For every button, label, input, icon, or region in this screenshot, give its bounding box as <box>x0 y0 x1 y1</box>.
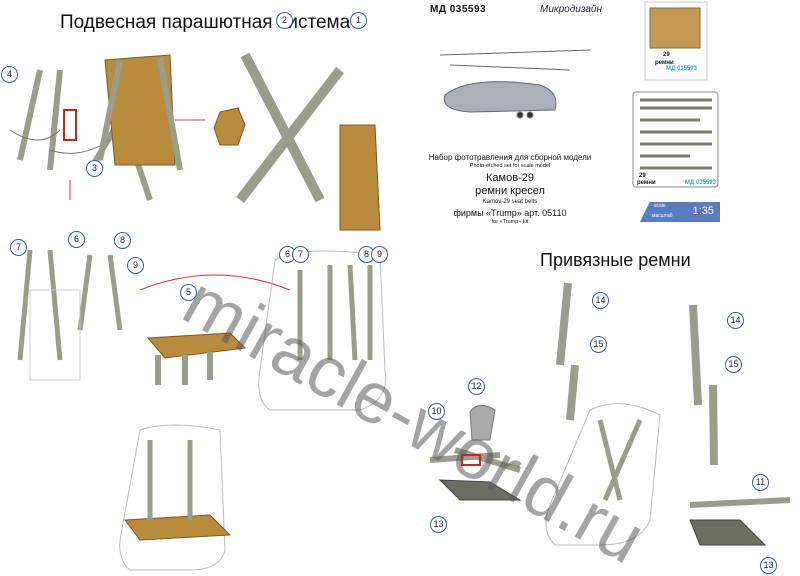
callout-number: 14 <box>592 292 609 309</box>
seat-panel <box>339 124 381 231</box>
callout-number: 14 <box>727 312 744 329</box>
model-subtitle: ремни кресел <box>475 185 545 197</box>
callout-number: 7 <box>292 246 309 263</box>
callout-number: 9 <box>371 246 388 263</box>
kit-reference-en: for «Trump» kit <box>491 219 529 225</box>
scale-label-ru: масштаб <box>652 213 673 219</box>
sheet-number: 29 <box>639 173 646 179</box>
sheet-article: МД 035593 <box>685 180 716 186</box>
scale-badge: scale масштаб 1:35 <box>640 202 720 222</box>
callout-number: 11 <box>752 474 769 491</box>
model-name: Камов-29 <box>486 172 534 184</box>
brand-logo: Микродизайн <box>540 4 602 15</box>
callout-number: 15 <box>590 336 607 353</box>
metal-sheet <box>632 91 719 188</box>
callout-number: 12 <box>468 378 485 395</box>
callout-number: 2 <box>276 12 293 29</box>
sheet-name: ремни <box>655 60 674 66</box>
seat-outline <box>258 250 387 411</box>
scale-label-en: scale <box>654 203 666 209</box>
description-en: Photo-etched set for scale model <box>469 163 551 169</box>
callout-number: 1 <box>350 12 367 29</box>
sheet-name: ремни <box>637 180 656 186</box>
sheet-number: 29 <box>663 52 670 58</box>
callout-number: 3 <box>86 160 103 177</box>
callout-number: 15 <box>725 356 742 373</box>
backrest-panel <box>104 54 176 166</box>
callout-number: 6 <box>68 231 85 248</box>
round-pad <box>213 107 246 146</box>
callout-number: 4 <box>1 66 18 83</box>
kit-reference: фирмы «Trump» арт. 05110 <box>453 208 567 218</box>
callout-number: 9 <box>127 257 144 274</box>
helicopter-photo <box>439 49 591 119</box>
section-title-belts: Привязные ремни <box>540 250 691 270</box>
callout-number: 10 <box>428 403 445 420</box>
sheet-article: МД 035593 <box>666 66 697 72</box>
description-ru: Набор фототравления для сборной модели <box>428 153 592 162</box>
callout-number: 7 <box>10 239 27 256</box>
callout-number: 5 <box>180 284 197 301</box>
section-title-suspension: Подвесная парашютная система <box>60 12 351 33</box>
callout-number: 13 <box>760 557 777 574</box>
callout-number: 8 <box>114 232 131 249</box>
scale-value: 1:35 <box>692 205 714 217</box>
callout-number: 13 <box>430 516 447 533</box>
model-name-en: Kamov-29 seat belts <box>482 199 538 205</box>
article-number: МД 035593 <box>430 4 487 15</box>
